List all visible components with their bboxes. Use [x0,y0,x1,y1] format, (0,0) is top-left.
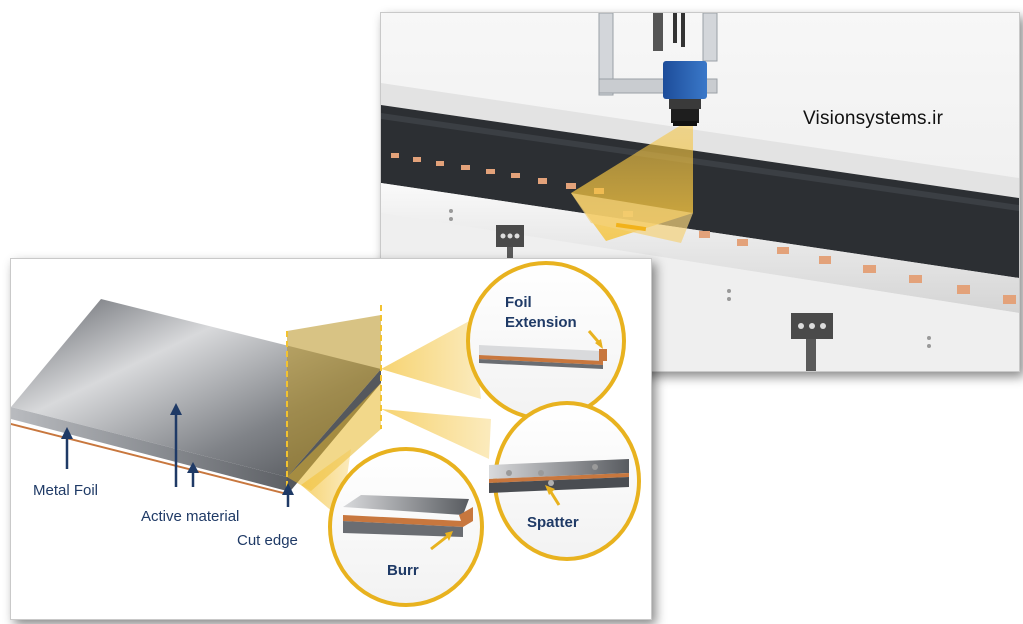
burr-label: Burr [387,562,419,579]
rail-bracket-right [791,313,833,371]
spatter-callout [489,401,641,561]
electrode-sheet-edge [11,407,287,491]
inspected-cell [615,222,647,232]
projection-foil-extension [381,319,481,399]
cut-edge-highlight [287,315,381,477]
watermark-text: Visionsystems.ir [803,108,944,129]
foil-extension-label: Foil Extension [505,294,577,331]
active-material-label: Active material [141,508,240,525]
electrode-illustration [11,261,641,607]
label-arrows [61,403,294,507]
electrode-foil-panel: Metal Foil Active material Cut edge Foil… [10,258,652,620]
camera-icon [663,61,707,126]
metal-foil-layer [11,423,287,495]
spatter-label: Spatter [527,514,579,531]
projection-spatter [381,409,491,459]
lower-rail [381,183,1019,313]
upper-rail [381,83,1019,198]
burr-callout [328,447,484,607]
metal-foil-label: Metal Foil [33,482,99,499]
rail-bracket-left [496,225,524,265]
foil-extension-callout [466,261,626,421]
conveyor-belt [381,105,1019,278]
cut-edge-label: Cut edge [237,532,298,549]
